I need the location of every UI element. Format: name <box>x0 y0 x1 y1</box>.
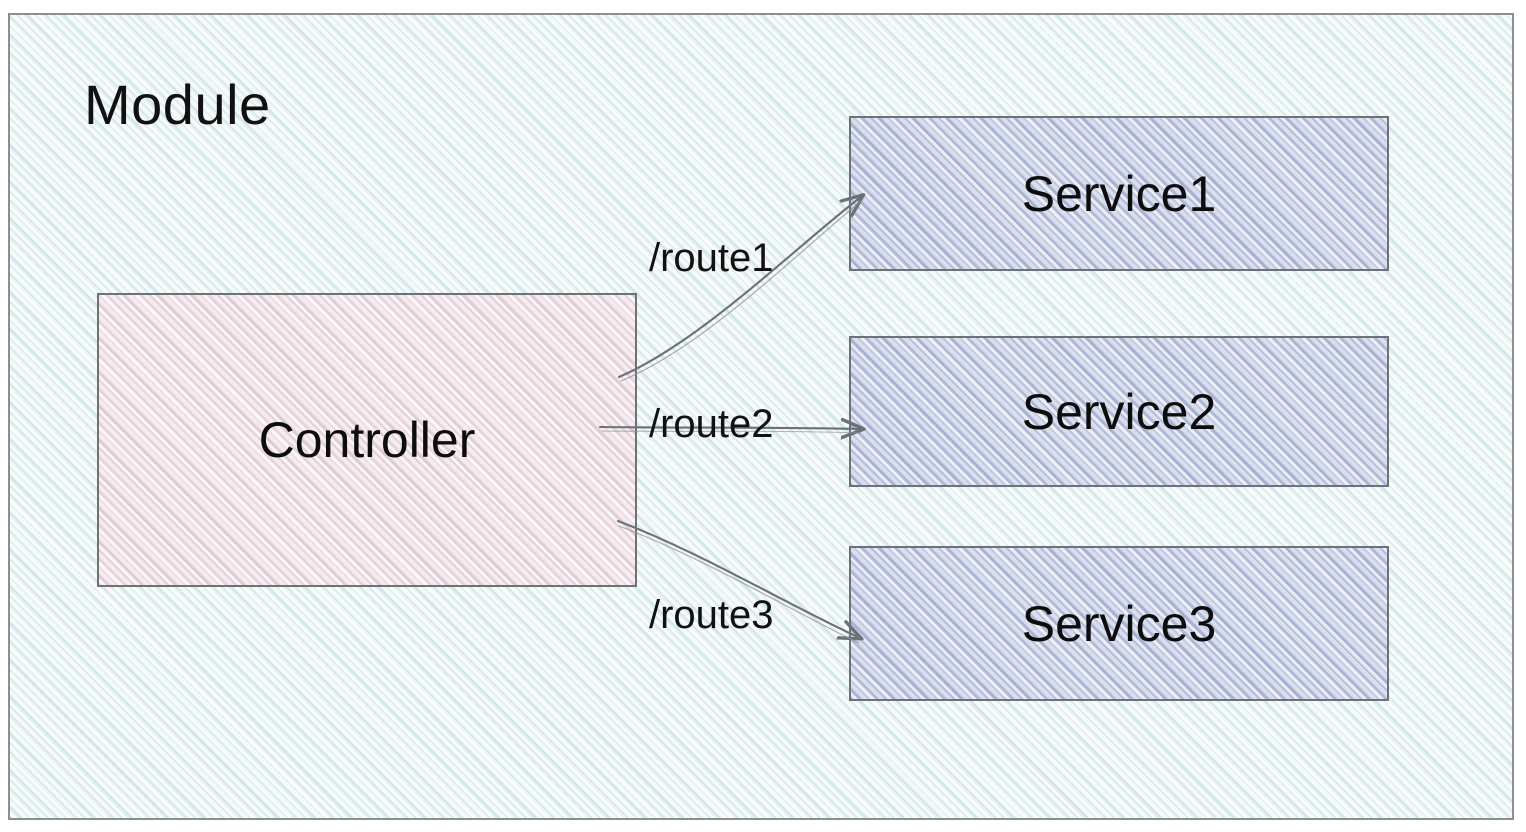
node-service1-label: Service1 <box>1021 165 1217 222</box>
node-service3[interactable]: Service3 <box>849 546 1389 701</box>
edge-label-route3: /route3 <box>649 593 774 637</box>
edge-label-route2: /route2 <box>649 402 774 446</box>
node-controller-label: Controller <box>258 412 476 468</box>
module-title: Module <box>84 73 271 136</box>
node-controller[interactable]: Controller <box>97 293 637 587</box>
edge-label-route1: /route1 <box>649 236 774 280</box>
node-service3-label: Service3 <box>1021 595 1217 652</box>
node-service2-label: Service2 <box>1021 383 1217 440</box>
node-service2[interactable]: Service2 <box>849 336 1389 487</box>
node-service1[interactable]: Service1 <box>849 116 1389 271</box>
